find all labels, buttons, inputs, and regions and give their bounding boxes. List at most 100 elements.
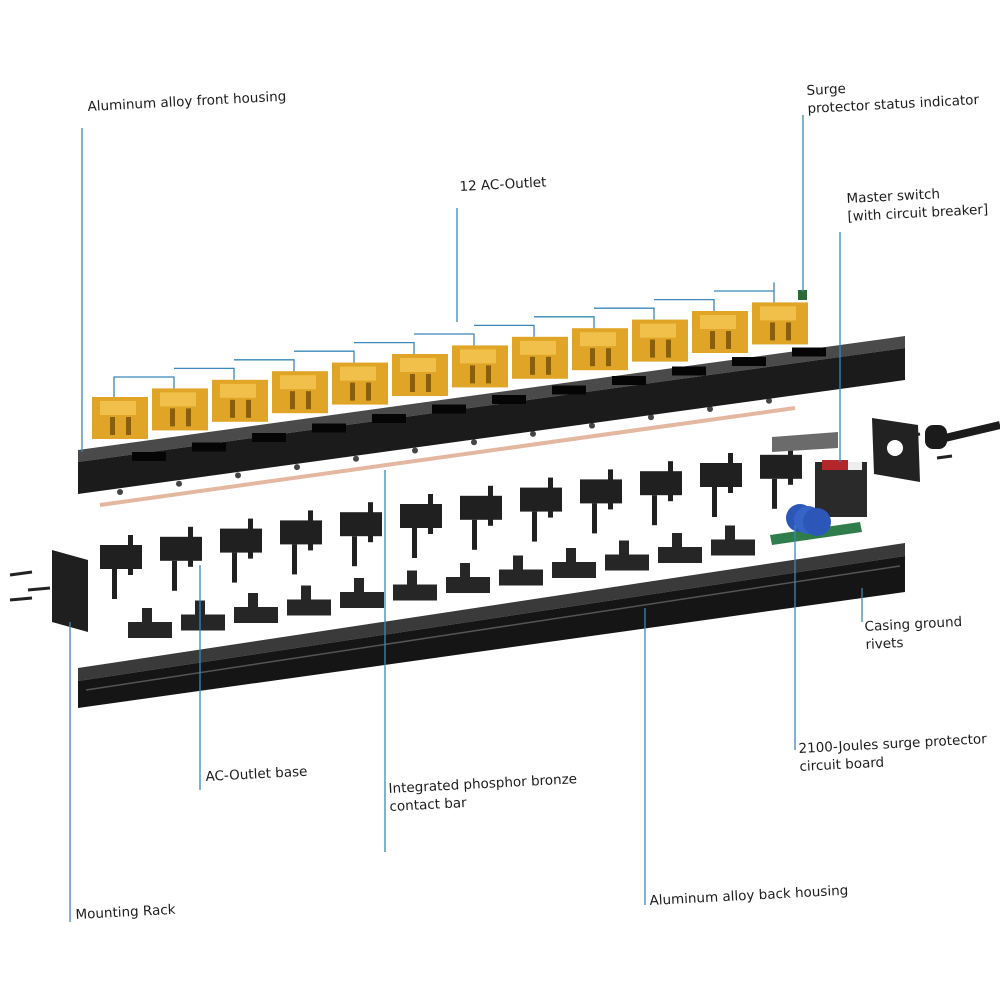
outlet-slot bbox=[486, 365, 491, 384]
outlet-slot bbox=[786, 322, 791, 341]
outlet-face bbox=[520, 340, 556, 355]
outlet-base-lower bbox=[446, 577, 490, 593]
contact-clip bbox=[648, 414, 654, 421]
outlet-base-lower bbox=[552, 562, 596, 578]
label-ground-rivets: Casing ground rivets bbox=[864, 613, 963, 654]
outlet-base-pin bbox=[472, 519, 477, 550]
outlet-base-pin bbox=[428, 494, 433, 534]
back-housing bbox=[78, 543, 905, 708]
outlet-slot bbox=[650, 339, 655, 358]
outlet-slot bbox=[126, 417, 131, 435]
outlet-face bbox=[640, 323, 676, 338]
outlet-face bbox=[280, 375, 316, 390]
outlet-hole bbox=[552, 385, 586, 395]
outlet-base-pin bbox=[488, 485, 493, 526]
front-housing-outlet-holes bbox=[132, 347, 826, 461]
outlet-base-pin bbox=[592, 503, 597, 534]
outlet-base bbox=[400, 504, 442, 528]
outlet-base-lower-tab bbox=[566, 548, 576, 562]
outlet-slot bbox=[710, 331, 715, 349]
outlet-base-lower-tab bbox=[513, 555, 523, 570]
outlet-base-pin bbox=[728, 453, 733, 493]
outlet-face bbox=[160, 392, 196, 407]
outlet-base bbox=[100, 545, 142, 569]
outlet-face bbox=[100, 401, 136, 415]
outlet-base-lower bbox=[234, 607, 278, 623]
status-indicator-led bbox=[798, 290, 807, 300]
outlet-base-lower bbox=[181, 614, 225, 631]
outlet-slot bbox=[246, 399, 251, 418]
mounting-rack bbox=[9, 550, 88, 632]
ac-outlets bbox=[92, 302, 808, 439]
outlet-base-lower-tab bbox=[248, 593, 258, 607]
outlet-bracket-leader bbox=[113, 282, 775, 397]
outlet-base-pin bbox=[548, 477, 553, 518]
outlet-base-lower-tab bbox=[460, 563, 470, 577]
outlet-base-pin bbox=[608, 469, 613, 510]
outlet-slot bbox=[366, 382, 371, 401]
outlet-base-lower-tab bbox=[407, 570, 417, 585]
outlet-face bbox=[700, 315, 736, 329]
contact-clip bbox=[589, 422, 595, 429]
outlet-base-lower-tab bbox=[301, 585, 311, 600]
outlet-base bbox=[640, 471, 682, 496]
outlet-face bbox=[760, 306, 796, 321]
cord-mounting-plate bbox=[872, 418, 1000, 482]
outlet-base-lower bbox=[658, 547, 702, 563]
outlet-hole bbox=[432, 404, 466, 414]
outlet-base-pin bbox=[188, 526, 193, 567]
outlet-base-pin bbox=[668, 461, 673, 502]
outlet-hole bbox=[612, 376, 646, 385]
outlet-base bbox=[760, 454, 802, 479]
leader-lines bbox=[69, 115, 863, 922]
outlet-slot bbox=[170, 408, 175, 427]
outlet-face bbox=[400, 358, 436, 372]
outlet-base-lower-tab bbox=[672, 533, 682, 547]
contact-clip bbox=[176, 480, 182, 487]
outlet-base-pin bbox=[172, 560, 177, 591]
outlet-slot bbox=[666, 339, 671, 358]
outlet-face bbox=[220, 383, 256, 398]
outlet-hole bbox=[192, 442, 226, 452]
outlet-slot bbox=[530, 356, 535, 375]
outlet-base-pin bbox=[412, 528, 417, 558]
outlet-bases-upper bbox=[100, 444, 802, 599]
outlet-base-pin bbox=[128, 535, 133, 575]
outlet-base-lower bbox=[605, 554, 649, 571]
outlet-base bbox=[220, 528, 262, 553]
outlet-base-pin bbox=[532, 511, 537, 542]
outlet-hole bbox=[672, 366, 706, 376]
surge-protector-board bbox=[770, 504, 862, 545]
outlet-base-pin bbox=[292, 544, 297, 575]
contact-clip bbox=[294, 464, 300, 471]
contact-clip bbox=[766, 397, 772, 404]
outlet-base-pin bbox=[772, 478, 777, 509]
contact-clip bbox=[530, 430, 536, 437]
contact-clip bbox=[235, 472, 241, 479]
outlet-hole bbox=[252, 433, 286, 442]
outlet-base-pin bbox=[308, 510, 313, 551]
outlet-base-lower bbox=[340, 592, 384, 608]
contact-clip bbox=[353, 455, 359, 462]
contact-clip bbox=[412, 447, 418, 454]
outlet-face bbox=[580, 332, 616, 347]
outlet-slot bbox=[470, 365, 475, 384]
outlet-hole bbox=[732, 357, 766, 366]
outlet-base-lower bbox=[128, 622, 172, 638]
outlet-face bbox=[340, 366, 376, 381]
outlet-base bbox=[700, 463, 742, 487]
outlet-slot bbox=[290, 391, 295, 410]
outlet-base-lower-tab bbox=[354, 578, 364, 592]
outlet-bases-lower bbox=[128, 525, 755, 638]
outlet-hole bbox=[132, 452, 166, 461]
contact-clip bbox=[707, 406, 713, 412]
outlet-slot bbox=[110, 417, 115, 435]
master-switch bbox=[815, 460, 867, 517]
outlet-base-lower-tab bbox=[619, 540, 629, 555]
outlet-base-lower bbox=[499, 569, 543, 586]
outlet-base-pin bbox=[352, 536, 357, 567]
outlet-hole bbox=[792, 347, 826, 357]
label-master-switch: Master switch [with circuit breaker] bbox=[846, 183, 989, 226]
